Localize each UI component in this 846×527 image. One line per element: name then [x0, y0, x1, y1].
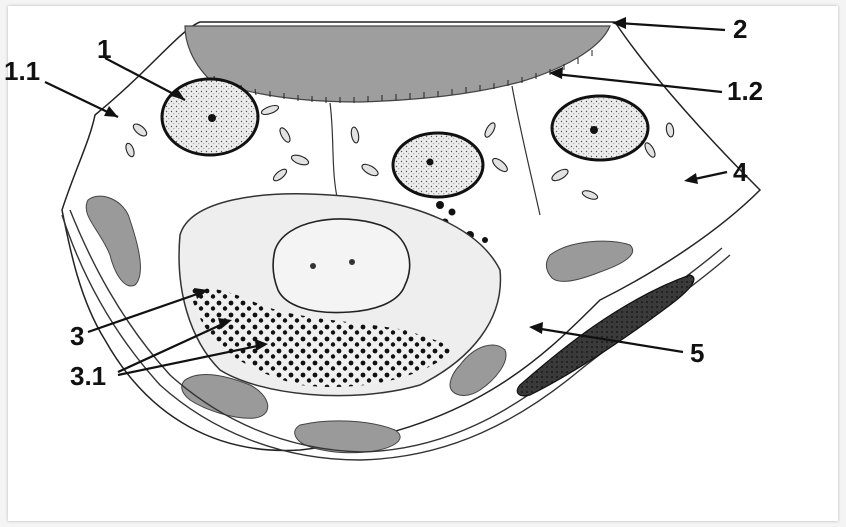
nucleus-granular-cell [273, 219, 410, 313]
label-5: 5 [690, 338, 704, 368]
label-3-1: 3.1 [70, 361, 106, 391]
label-1-2: 1.2 [727, 76, 763, 106]
label-3: 3 [70, 321, 84, 351]
label-1: 1 [97, 34, 111, 64]
fibrocyte [517, 275, 694, 396]
nucleus-middle [393, 133, 483, 197]
lumen [185, 26, 610, 102]
arrow-1-2 [555, 74, 722, 92]
label-2: 2 [733, 14, 747, 44]
label-1-1: 1.1 [4, 56, 40, 86]
arrow-2 [618, 23, 725, 30]
label-4: 4 [733, 157, 748, 187]
nucleus-right [552, 96, 648, 160]
